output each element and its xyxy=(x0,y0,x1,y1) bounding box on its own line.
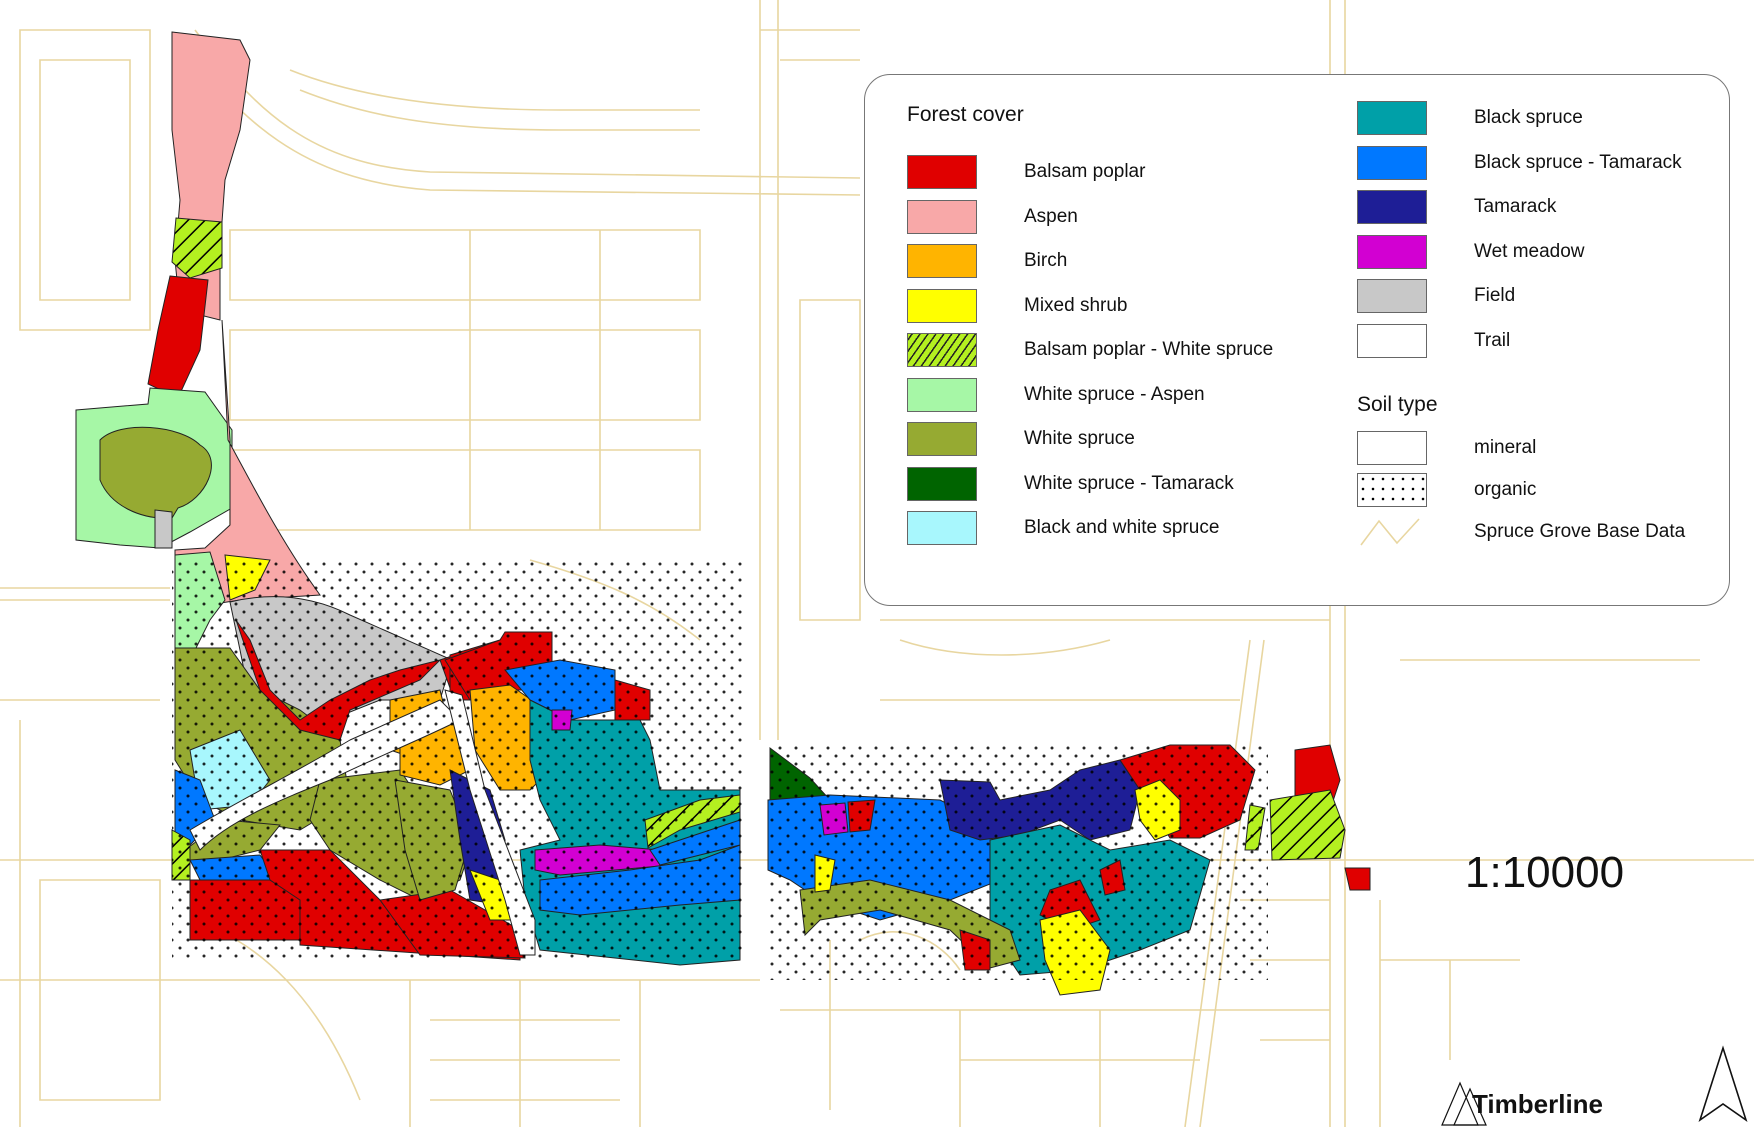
forest-legend-right-label: Black spruce xyxy=(1474,107,1583,128)
forest-cover-title: Forest cover xyxy=(907,103,1024,126)
forest-legend-right-label: Field xyxy=(1474,285,1516,306)
forest-legend-swatch xyxy=(907,333,977,367)
organic-soil-west xyxy=(172,560,742,960)
forest-legend-swatch xyxy=(907,377,977,412)
forest-legend-swatch xyxy=(907,244,977,278)
forest-legend-right-swatch xyxy=(1357,190,1427,224)
forest-legend-swatch xyxy=(907,466,977,501)
forest-legend-label: White spruce - Aspen xyxy=(1024,383,1205,405)
soil-legend-label: organic xyxy=(1474,479,1537,500)
forest-legend-right-label: Wet meadow xyxy=(1474,240,1585,262)
forest-legend-label: Balsam poplar xyxy=(1024,161,1146,182)
stand-balsam-white-spruce-outlier xyxy=(1269,789,1346,861)
stand-field-knoll xyxy=(154,509,173,549)
forest-legend-right-swatch xyxy=(1357,145,1427,180)
forest-legend-label: Birch xyxy=(1024,250,1068,271)
forest-legend-right-label: Black spruce - Tamarack xyxy=(1474,151,1682,173)
forest-legend-right-label: Tamarack xyxy=(1474,196,1557,217)
soil-legend-swatch xyxy=(1357,431,1427,465)
forest-legend-right-swatch xyxy=(1357,279,1427,313)
soil-legend-label: Spruce Grove Base Data xyxy=(1474,521,1686,542)
timberline-logo: Timberline xyxy=(1440,1065,1603,1127)
forest-legend-right-swatch xyxy=(1357,234,1427,269)
organic-soil-east xyxy=(768,745,1268,980)
soil-legend-swatch xyxy=(1357,515,1427,549)
north-arrow-icon xyxy=(1698,1045,1748,1123)
forest-legend-label: White spruce xyxy=(1024,428,1135,449)
forest-legend-swatch xyxy=(907,422,977,456)
scale-ratio: 1:10000 xyxy=(1465,848,1625,897)
mountain-icon xyxy=(1441,1081,1487,1126)
stand-balsam-white-spruce-north xyxy=(171,217,223,279)
brand-name: Timberline xyxy=(1472,1089,1604,1119)
forest-legend-label: Mixed shrub xyxy=(1024,294,1128,316)
forest-legend-swatch xyxy=(907,288,977,323)
soil-legend-label: mineral xyxy=(1474,437,1537,458)
forest-legend-right-swatch xyxy=(1357,323,1427,358)
forest-legend-label: White spruce - Tamarack xyxy=(1024,472,1234,494)
forest-legend-swatch xyxy=(907,511,977,545)
stand-aspen-north xyxy=(171,31,251,321)
stand-balsam-poplar-tiny xyxy=(1344,867,1371,891)
stand-white-spruce-knoll xyxy=(99,426,212,519)
forest-legend-right-swatch xyxy=(1357,101,1427,135)
soil-type-title: Soil type xyxy=(1357,393,1438,416)
forest-legend-label: Aspen xyxy=(1024,205,1078,227)
forest-legend-right-label: Trail xyxy=(1474,329,1511,351)
forest-legend-label: Black and white spruce xyxy=(1024,517,1220,538)
stand-balsam-poplar-north xyxy=(147,275,209,399)
soil-legend-swatch xyxy=(1357,473,1427,507)
forest-legend-swatch xyxy=(907,155,977,189)
forest-legend-swatch xyxy=(907,199,977,234)
north-arrow xyxy=(1692,1044,1754,1127)
forest-legend-label: Balsam poplar - White spruce xyxy=(1024,339,1274,360)
